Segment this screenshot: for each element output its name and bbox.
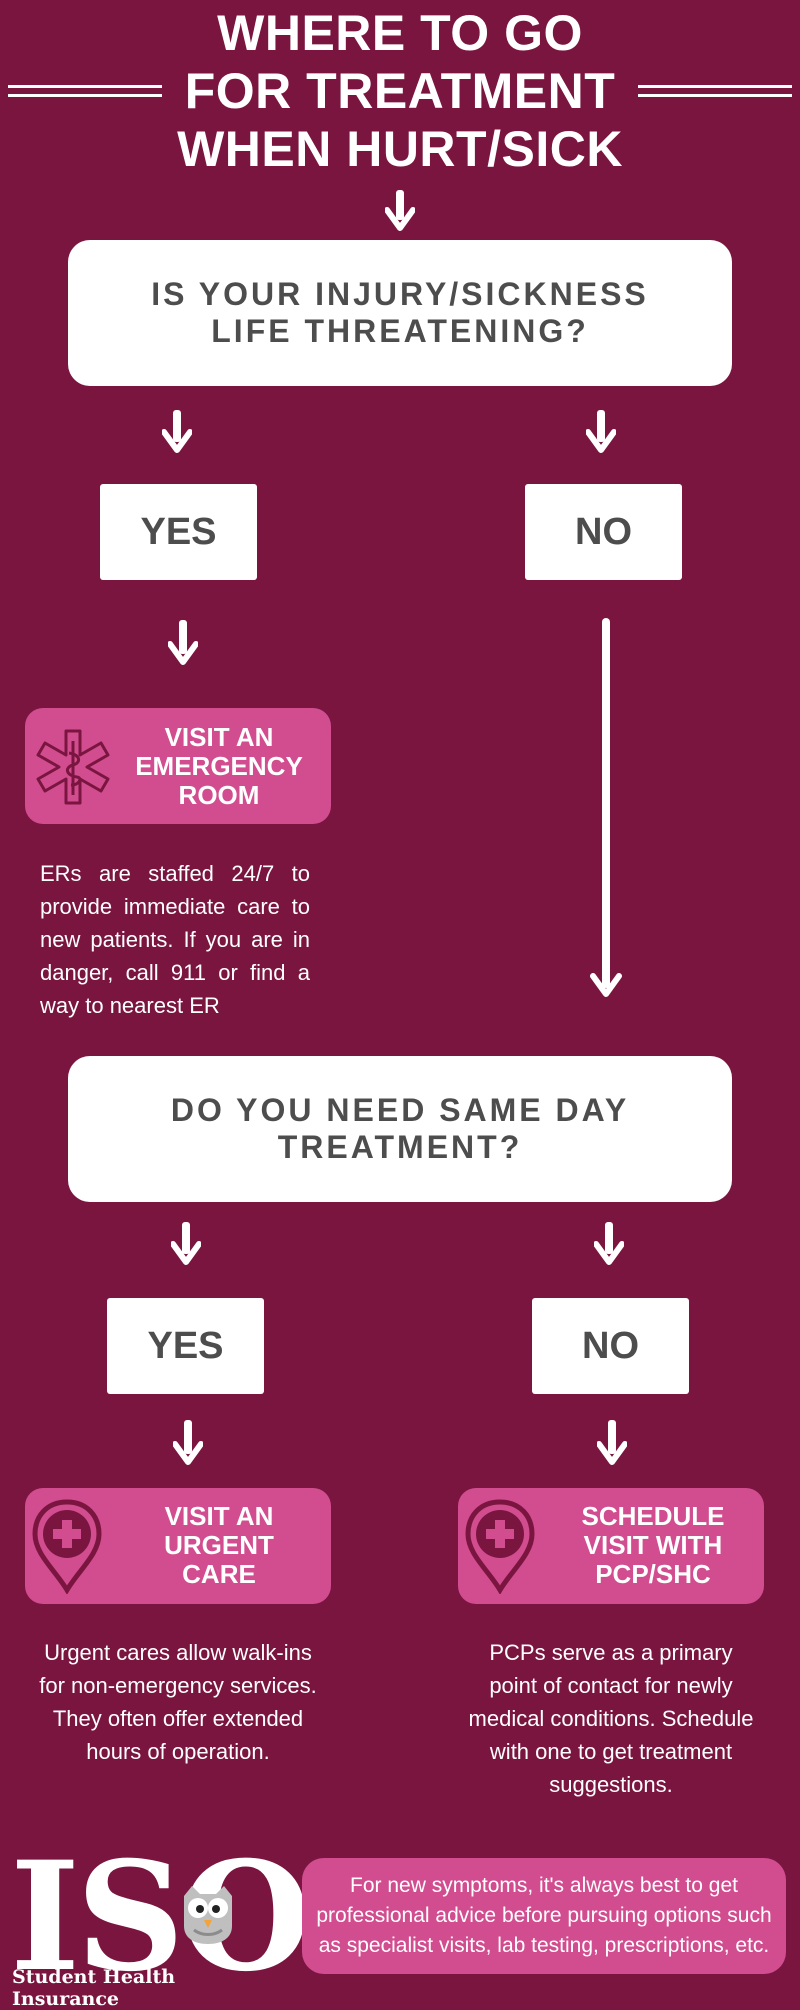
arrow-down-icon [385,190,415,232]
brand-name: Student Health Insurance [12,1966,176,2010]
answer-yes-1: YES [100,484,257,580]
arrow-down-icon [171,1222,201,1266]
emergency-label-line-2: EMERGENCY [135,751,303,781]
question-1-line-1: IS YOUR INJURY/SICKNESS [151,276,649,312]
emergency-label-line-1: VISIT AN [164,722,274,752]
emergency-description: ERs are staffed 24/7 to provide immediat… [40,861,310,1018]
urgent-care-label-line-3: CARE [182,1559,256,1589]
title-rule-right-bottom [638,94,792,97]
arrow-down-icon [162,410,192,454]
urgent-care-description: Urgent cares allow walk-ins for non-emer… [39,1640,317,1764]
question-life-threatening: IS YOUR INJURY/SICKNESS LIFE THREATENING… [68,240,732,386]
arrow-down-icon [168,620,198,666]
answer-no-1: NO [525,484,682,580]
urgent-care-label-line-1: VISIT AN [164,1501,274,1531]
answer-no-2: NO [532,1298,689,1394]
title-line-1: WHERE TO GO [217,5,583,61]
emergency-room-card: VISIT AN EMERGENCY ROOM [25,708,331,824]
arrow-down-icon [597,1420,627,1466]
title-rule-left-bottom [8,94,162,97]
pcp-label-line-3: PCP/SHC [595,1559,711,1589]
title-rule-right-top [638,85,792,88]
location-pin-cross-icon [464,1498,536,1599]
title-line-3: WHEN HURT/SICK [177,121,623,177]
question-2-line-1: DO YOU NEED SAME DAY [170,1092,630,1128]
location-pin-cross-icon [31,1498,103,1599]
pcp-label-line-1: SCHEDULE [581,1501,725,1531]
pcp-card: SCHEDULE VISIT WITH PCP/SHC [458,1488,764,1604]
iso-logo: ISO [10,1842,311,1992]
iso-logo-text: ISO [10,1829,311,2005]
answer-yes-2: YES [107,1298,264,1394]
urgent-care-label: VISIT AN URGENT CARE [125,1502,313,1589]
medical-star-of-life-icon [31,725,115,814]
page-title: WHERE TO GO FOR TREATMENT WHEN HURT/SICK [0,4,800,178]
question-same-day-treatment: DO YOU NEED SAME DAY TREATMENT? [68,1056,732,1202]
question-1-line-2: LIFE THREATENING? [211,313,589,349]
arrow-down-icon [594,1222,624,1266]
emergency-room-label: VISIT AN EMERGENCY ROOM [125,723,313,810]
pcp-description: PCPs serve as a primary point of contact… [468,1640,754,1797]
arrow-down-icon [173,1420,203,1466]
urgent-care-card: VISIT AN URGENT CARE [25,1488,331,1604]
urgent-care-label-line-2: URGENT [164,1530,274,1560]
pcp-label-line-2: VISIT WITH [583,1530,723,1560]
long-arrow-down-icon [590,618,622,1000]
owl-mascot-icon [178,1882,238,1951]
arrow-down-icon [586,410,616,454]
pcp-label: SCHEDULE VISIT WITH PCP/SHC [558,1502,748,1589]
title-line-2: FOR TREATMENT [184,63,616,119]
advice-note: For new symptoms, it's always best to ge… [302,1858,786,1974]
advice-note-text: For new symptoms, it's always best to ge… [316,1874,772,1957]
title-rule-left-top [8,85,162,88]
question-2-line-2: TREATMENT? [277,1129,523,1165]
emergency-label-line-3: ROOM [178,780,260,810]
